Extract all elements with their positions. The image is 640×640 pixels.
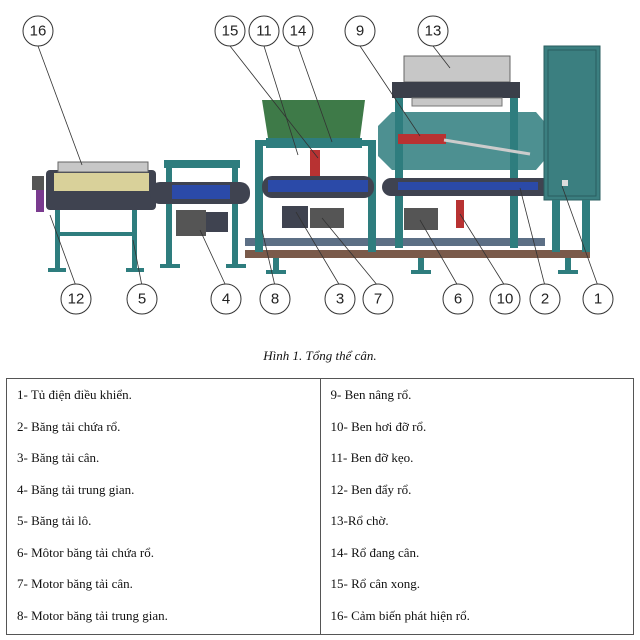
callout-1: 1: [594, 291, 602, 308]
legend-item: 2- Băng tải chứa rổ.: [17, 418, 121, 434]
legend-item: 15- Rổ cân xong.: [330, 576, 421, 591]
legend-column-right: 9- Ben nâng rổ. 10- Ben hơi đỡ rổ. 11- B…: [319, 378, 634, 635]
legend-item: 16- Cảm biến phát hiện rổ.: [330, 607, 470, 623]
figure-caption: Hình 1. Tổng thể cân.: [263, 348, 377, 363]
legend-item: 10- Ben hơi đỡ rổ.: [330, 418, 427, 434]
callout-15: 15: [222, 23, 239, 40]
weighing-station: [255, 100, 376, 252]
intermediate-conveyor: [150, 160, 250, 268]
leader-lines: [37, 45, 599, 287]
legend-item: 6- Môtor băng tải chứa rổ.: [17, 544, 155, 560]
legend-item: 4- Băng tải trung gian.: [17, 481, 135, 497]
callout-5: 5: [138, 291, 146, 308]
machine-assembly-drawing: 16 15 11 14 9 13 12 5 4 8 3 7 6 10 2 1: [22, 15, 614, 315]
callout-16: 16: [30, 23, 47, 40]
legend-item: 7- Motor băng tải cân.: [17, 576, 133, 591]
callout-14: 14: [290, 23, 307, 40]
legend-item: 13-Rổ chờ.: [330, 513, 389, 528]
legend-column-left: 1- Tủ điện điều khiển. 2- Băng tải chứa …: [6, 378, 321, 635]
callout-3: 3: [336, 291, 344, 308]
legend-item: 9- Ben nâng rổ.: [330, 387, 412, 402]
legend-item: 3- Băng tải cân.: [17, 450, 100, 465]
legend-item: 14- Rổ đang cân.: [330, 544, 420, 560]
callout-2: 2: [541, 291, 549, 308]
callout-circles: [22, 15, 614, 315]
legend-table: 1- Tủ điện điều khiển. 2- Băng tải chứa …: [6, 378, 634, 635]
callout-7: 7: [374, 291, 382, 308]
callout-13: 13: [425, 23, 442, 40]
callout-10: 10: [497, 291, 514, 308]
callout-8: 8: [271, 291, 279, 308]
legend-item: 11- Ben đỡ kẹo.: [330, 450, 414, 465]
lot-conveyor: [32, 161, 156, 272]
control-cabinet: [543, 45, 601, 252]
legend-item: 1- Tủ điện điều khiển.: [17, 387, 132, 402]
legend-item: 12- Ben đẩy rổ.: [330, 481, 412, 497]
callout-6: 6: [454, 291, 462, 308]
base-rail: [245, 250, 590, 258]
callout-12: 12: [68, 291, 85, 308]
callout-4: 4: [222, 291, 230, 308]
legend-item: 5- Băng tải lô.: [17, 513, 92, 528]
machine-feet: [266, 258, 578, 274]
legend-item: 8- Motor băng tải trung gian.: [17, 607, 168, 623]
callout-9: 9: [356, 23, 364, 40]
callout-11: 11: [256, 23, 272, 40]
lifting-section: [378, 55, 552, 248]
